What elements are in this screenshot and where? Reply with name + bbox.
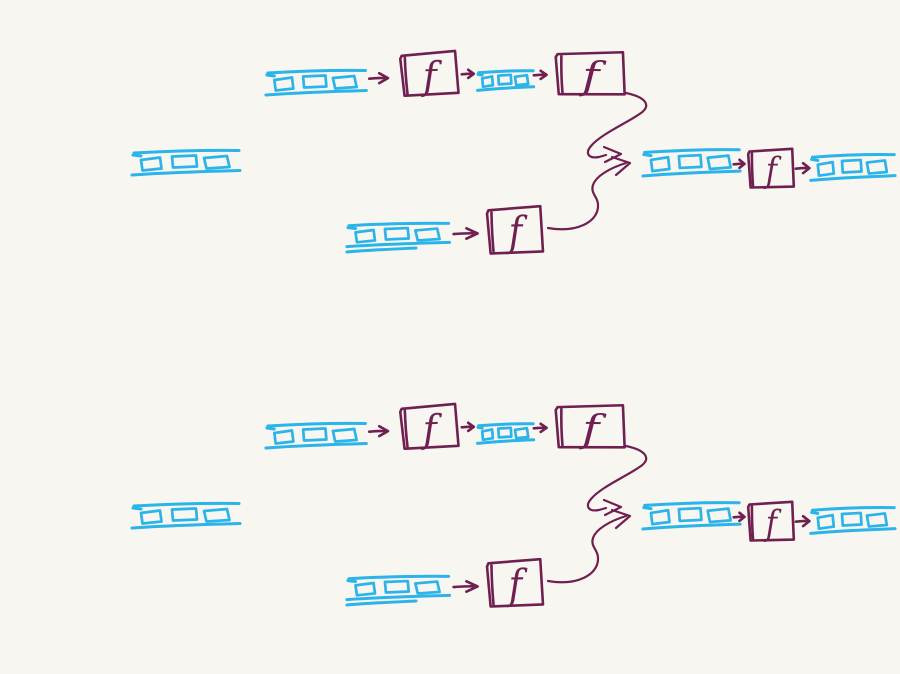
diagram-bottom	[132, 404, 895, 610]
diagram-top	[132, 51, 895, 257]
